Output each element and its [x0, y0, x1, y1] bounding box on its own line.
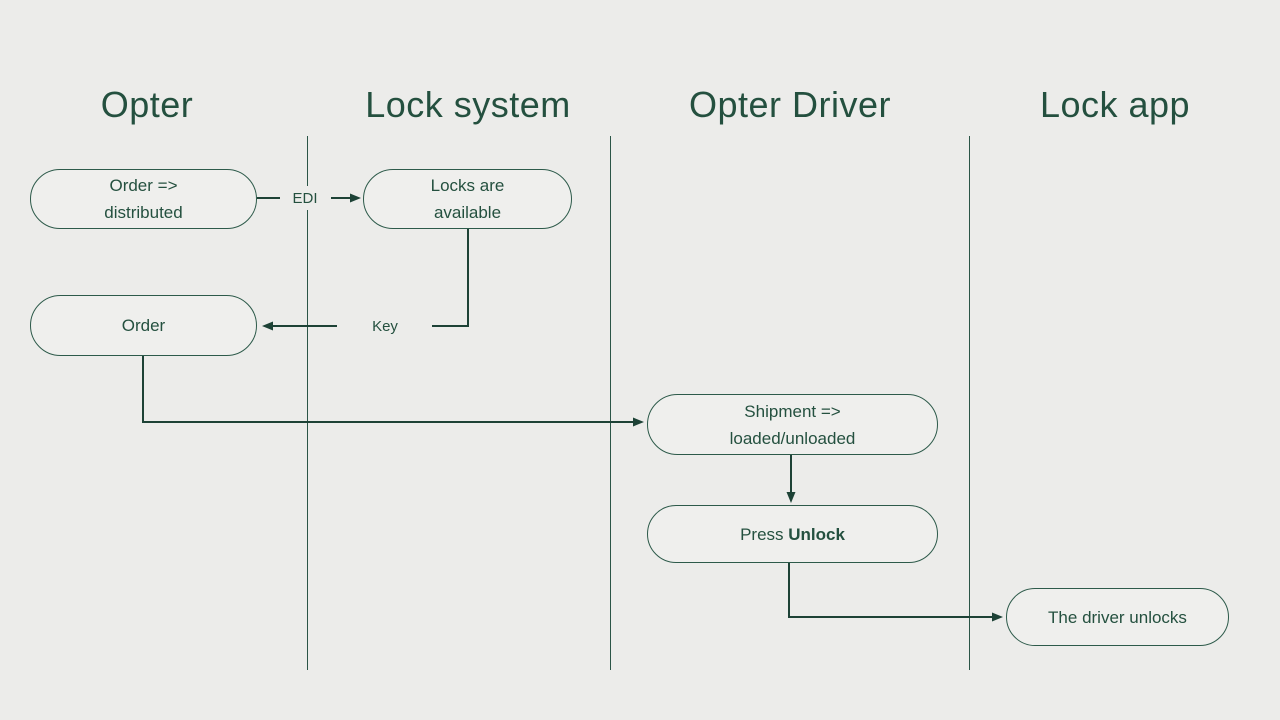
- edge-label-key: Key: [360, 314, 410, 338]
- node-locks-available: Locks are available: [363, 169, 572, 229]
- node-label-line: Locks are: [430, 176, 505, 195]
- node-label-line: distributed: [104, 203, 183, 222]
- node-press-unlock: Press Unlock: [647, 505, 938, 563]
- node-label-prefix: Press: [740, 524, 789, 544]
- edge-key-elbow: [432, 229, 469, 327]
- node-label-line: Order: [121, 316, 166, 335]
- node-shipment-loaded: Shipment => loaded/unloaded: [647, 394, 938, 455]
- node-label-line: Order =>: [109, 176, 178, 195]
- node-order-distributed: Order => distributed: [30, 169, 257, 229]
- lane-header-lock-app: Lock app: [1039, 84, 1191, 125]
- node-label-line: Press Unlock: [740, 521, 845, 548]
- node-driver-unlocks: The driver unlocks: [1006, 588, 1229, 646]
- node-label-line: loaded/unloaded: [729, 428, 856, 448]
- lane-header-lock-system: Lock system: [365, 84, 571, 125]
- node-label-line: The driver unlocks: [1048, 607, 1187, 627]
- lane-divider: [307, 136, 309, 670]
- lane-divider: [969, 136, 971, 670]
- node-label-bold: Unlock: [788, 524, 845, 544]
- node-order: Order: [30, 295, 257, 356]
- lane-header-opter: Opter: [100, 84, 194, 125]
- node-label-line: available: [433, 203, 502, 222]
- lane-divider: [610, 136, 612, 670]
- edge-unlock-driver: [788, 563, 1003, 622]
- lane-header-opter-driver: Opter Driver: [688, 84, 892, 125]
- edge-order-shipment: [142, 356, 644, 427]
- edge-label-edi: EDI: [283, 186, 327, 210]
- node-label-line: Shipment =>: [744, 401, 841, 421]
